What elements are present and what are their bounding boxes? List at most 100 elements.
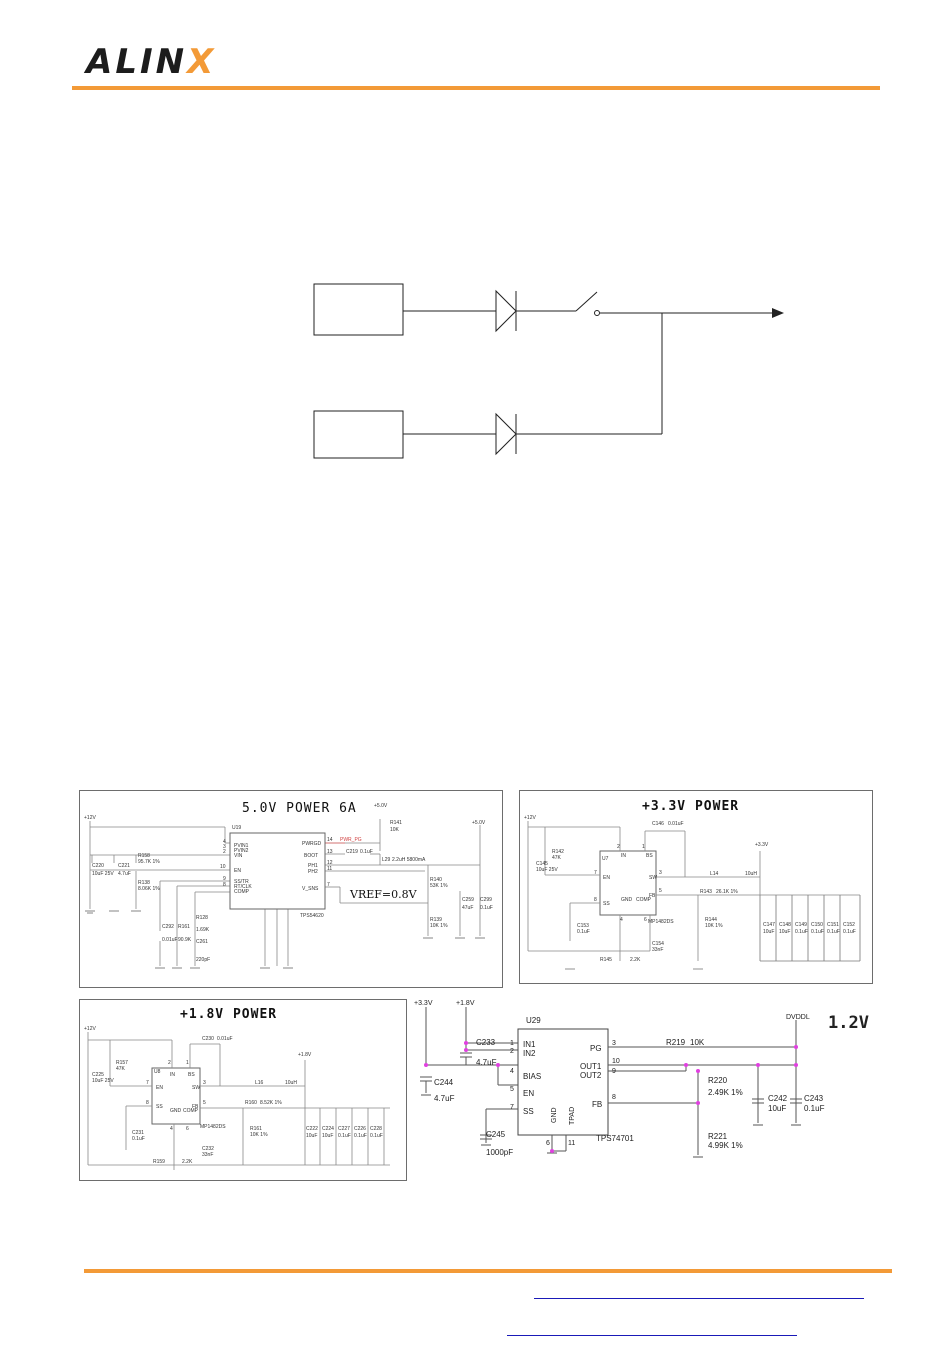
schematic-label: C299 (480, 897, 492, 903)
schematic-label: PVIN1 (234, 843, 249, 849)
schematic-label: 2 (168, 1060, 171, 1066)
schematic-label: 0.1uF (795, 929, 808, 935)
schematic-label: C232 (202, 1146, 214, 1152)
schematic-label: TPS54620 (300, 913, 324, 919)
schematic-label: 2.2K (182, 1159, 193, 1165)
schematic-label: 4 (223, 839, 226, 845)
schematic-label: 53K 1% (430, 883, 448, 889)
schematic-label: 1 (642, 844, 645, 850)
schematic-label: EN (156, 1085, 163, 1091)
schematic-label: IN (621, 853, 626, 859)
schematic-label: 4 (510, 1068, 514, 1075)
schematic-label: SS (156, 1104, 163, 1110)
schematic-label: R138 (138, 880, 150, 886)
schematic-label: PWR_PG (340, 837, 362, 843)
schematic-1v8: +1.8V POWER +12V +1.8V U8 MP1482DS IN BS… (79, 999, 407, 1181)
schematic-label: MP1482DS (648, 919, 674, 925)
schematic-label: C261 (196, 939, 208, 945)
schematic-label: C221 (118, 863, 130, 869)
schematic-1v8-drawing: +12V +1.8V U8 MP1482DS IN BS EN SW SS GN… (84, 1026, 390, 1170)
schematic-label: +3.3V (414, 1000, 433, 1007)
schematic-label: 0.01uF (162, 937, 178, 943)
schematic-title-1v2: 1.2V (828, 1013, 869, 1033)
schematic-label: 90.9K (178, 937, 192, 943)
schematic-label: 1 (186, 1060, 189, 1066)
schematic-label: 10K (390, 827, 400, 833)
schematic-5v0-drawing: +12V +5.0V +5.0V U19 TPS54620 PWR_PG PVI… (84, 803, 493, 969)
schematic-label: 13 (327, 849, 333, 855)
schematic-label: 4 (170, 1126, 173, 1132)
schematic-label: L14 (710, 871, 719, 877)
schematic-label: 8.52K 1% (260, 1100, 282, 1106)
schematic-title-3v3: +3.3V POWER (642, 799, 740, 814)
schematic-label: 10K 1% (705, 923, 723, 929)
alinx-logo: ALINX (86, 42, 216, 82)
schematic-label: 10K 1% (250, 1132, 268, 1138)
schematic-label: 0.1uF (338, 1133, 351, 1139)
schematic-label: 8 (594, 897, 597, 903)
schematic-label: 14 (327, 837, 333, 843)
schematic-label: R141 (390, 820, 402, 826)
schematic-label: 0.01uF (217, 1036, 233, 1042)
schematic-5v0: 5.0V POWER 6A (79, 790, 503, 988)
schematic-label: +12V (524, 815, 536, 821)
schematic-label: +1.8V (298, 1052, 312, 1058)
schematic-label: R160 (245, 1100, 257, 1106)
schematic-label: COMP (234, 889, 250, 895)
schematic-label: C153 (577, 923, 589, 929)
schematic-label: SS/TR (234, 879, 249, 885)
schematic-label: IN2 (523, 1049, 536, 1058)
schematic-label: COMP (636, 897, 652, 903)
schematic-label: 10uF (322, 1133, 333, 1139)
schematic-label: 11 (327, 866, 332, 872)
schematic-label: 26.1K 1% (716, 889, 738, 895)
schematic-label: 0.1uF (827, 929, 840, 935)
schematic-label: GND (170, 1108, 182, 1114)
schematic-label: 10uH (285, 1080, 297, 1086)
schematic-label: 4 (620, 917, 623, 923)
schematic-label: 47K (552, 855, 562, 861)
schematic-label: L16 (255, 1080, 264, 1086)
schematic-label: C154 (652, 941, 664, 947)
schematic-label: 7 (327, 882, 330, 888)
schematic-label: 0.1uF (577, 929, 590, 935)
schematic-label: RT/CLK (234, 884, 252, 890)
schematic-label: 0.1uF (354, 1133, 367, 1139)
schematic-label: SW (649, 875, 657, 881)
schematic-label: R161 (178, 924, 190, 930)
schematic-label: R139 (430, 917, 442, 923)
schematic-label: GND (551, 1107, 558, 1123)
schematic-label: 0.1uF (811, 929, 824, 935)
schematic-label: 0.1uF (132, 1136, 145, 1142)
schematic-label: 0.01uF (668, 821, 684, 827)
schematic-label: C227 (338, 1126, 350, 1132)
schematic-label: 9 (223, 876, 226, 882)
schematic-label: 1 (510, 1040, 514, 1047)
schematic-label: 0.1uF (360, 849, 373, 855)
schematic-label: FB (192, 1104, 199, 1110)
schematic-label: 8 (146, 1100, 149, 1106)
schematic-label: C147 (763, 922, 775, 928)
schematic-label: 2 (510, 1048, 514, 1055)
schematic-label: C245 (486, 1130, 506, 1139)
schematic-label: R159 (153, 1159, 165, 1165)
footer-link-underline-2[interactable] (507, 1335, 797, 1336)
schematic-label: R219 (666, 1038, 686, 1047)
vref-label: VREF=0.8V (350, 888, 417, 901)
schematic-label: R142 (552, 849, 564, 855)
schematic-label: 3 (223, 844, 226, 850)
source-block-top (313, 283, 404, 336)
schematic-label: 5 (203, 1100, 206, 1106)
schematic-label: PG (590, 1044, 602, 1053)
schematic-title-1v8: +1.8V POWER (180, 1007, 278, 1022)
schematic-label: BOOT (304, 853, 318, 859)
logo-text: ALIN (86, 42, 188, 82)
schematic-label: 10uF 25V (536, 867, 558, 873)
footer-link-underline-1[interactable] (534, 1298, 864, 1299)
power-selection-diagram (313, 283, 784, 459)
schematic-label: C231 (132, 1130, 144, 1136)
schematic-label: 4.7uF (476, 1058, 497, 1067)
footer-rule (84, 1269, 892, 1273)
schematic-label: 1.69K (196, 927, 210, 933)
schematic-label: 10uF (768, 1104, 786, 1113)
